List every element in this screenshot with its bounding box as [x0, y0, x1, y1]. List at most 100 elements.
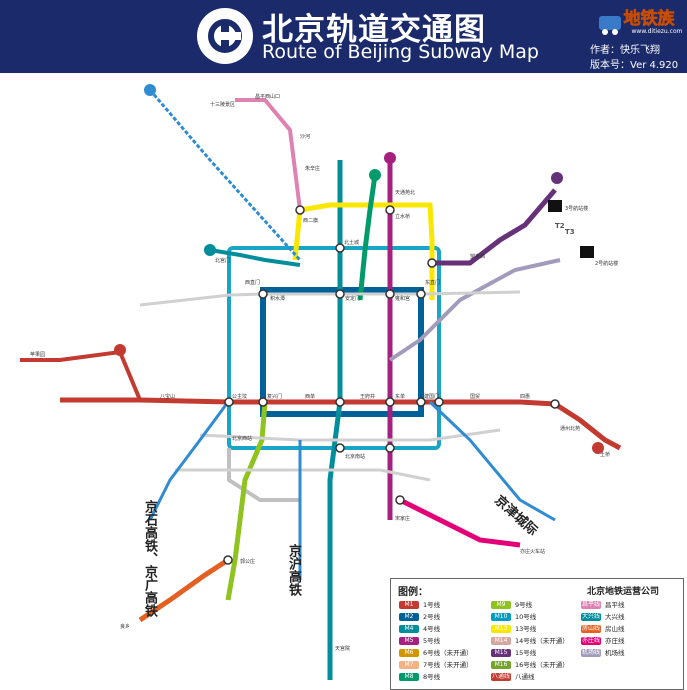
- line-1-west: [20, 349, 142, 401]
- interchange-station: [258, 397, 268, 407]
- legend-badge: M16: [491, 661, 511, 669]
- line-13: [292, 202, 435, 300]
- interchange-station: [385, 205, 395, 215]
- station-label: 雍和宫: [395, 295, 410, 302]
- legend-badge: M5: [399, 637, 419, 645]
- version-label: 版本号：Ver 4.920: [590, 60, 679, 71]
- station-label: 北宫门: [215, 257, 230, 264]
- legend-badge: 亦庄线: [581, 637, 601, 645]
- intercity-north: [148, 89, 302, 262]
- interchange-station: [335, 397, 345, 407]
- interchange-station: [385, 397, 395, 407]
- legend-badge: M9: [491, 601, 511, 609]
- legend-label: 6号线（未开通）: [423, 649, 473, 657]
- subway-logo-icon: [199, 10, 251, 62]
- legend-label: 9号线: [515, 601, 533, 609]
- legend-badge: M14: [491, 637, 511, 645]
- line-14-planned: [175, 468, 431, 482]
- station-label: 十三陵景区: [210, 101, 235, 108]
- legend-badge: M8: [399, 673, 419, 681]
- line-10-extension: [227, 448, 300, 502]
- station-label: 天通苑北: [395, 189, 415, 196]
- jingshi-railway-label: 京石高铁、京广高铁: [142, 500, 157, 617]
- line-15: [432, 188, 557, 266]
- interchange-markers: [223, 205, 560, 565]
- site-url-text: www.ditiezu.com: [632, 28, 683, 35]
- line-badges: [114, 84, 604, 454]
- line-15-badge: [551, 172, 563, 184]
- station-label: 西直门: [245, 279, 260, 286]
- legend-label: 房山线: [605, 625, 625, 633]
- station-label: 国贸: [470, 393, 480, 400]
- station-label: 宋家庄: [395, 515, 410, 522]
- legend-label: 2号线: [423, 613, 441, 621]
- legend-label: 亦庄线: [605, 637, 625, 645]
- legend-badge: 昌平线: [581, 601, 601, 609]
- station-label: 土桥: [600, 451, 610, 458]
- line-yizhuang: [398, 497, 521, 548]
- line-airport: [388, 258, 561, 362]
- legend-label: 8号线: [423, 673, 441, 681]
- station-label: 王府井: [360, 393, 375, 400]
- interchange-station: [395, 495, 405, 505]
- station-label: 建国门: [424, 393, 439, 400]
- legend-badge: M7: [399, 661, 419, 669]
- station-label: 北土城: [344, 239, 359, 246]
- legend-label: 昌平线: [605, 601, 625, 609]
- interchange-station: [434, 397, 444, 407]
- airport-icons: [548, 200, 594, 258]
- station-label: 西二旗: [303, 217, 318, 224]
- line-fangshan: [138, 557, 230, 623]
- legend-label: 16号线（未开通）: [515, 661, 569, 669]
- legend-label: 机场线: [605, 649, 625, 657]
- page-title: 北京轨道交通图: [262, 12, 486, 48]
- station-label: 八宝山: [160, 393, 175, 400]
- line-8: [357, 174, 378, 301]
- interchange-station: [550, 399, 560, 409]
- interchange-station: [224, 397, 234, 407]
- line-4-badge: [204, 244, 216, 256]
- station-label: 积水潭: [270, 295, 285, 302]
- beijing-subway-logo: [197, 8, 253, 64]
- legend-label: 1号线: [423, 601, 441, 609]
- legend-label: 10号线: [515, 613, 537, 621]
- legend-badge: M1: [399, 601, 419, 609]
- legend-title: 图例：: [398, 587, 428, 598]
- station-label: 公主坟: [232, 393, 247, 400]
- legend-label: 大兴线: [605, 613, 625, 621]
- line-1-badge: [114, 344, 126, 356]
- line-4-north: [209, 248, 301, 267]
- legend-badge: M2: [399, 613, 419, 621]
- station-label: 沙河: [300, 133, 310, 140]
- legend-label: 八通线: [515, 673, 535, 681]
- line-batong: [553, 401, 622, 451]
- t3-label: T3: [565, 228, 575, 236]
- station-label: 朱辛庄: [305, 165, 320, 172]
- interchange-station: [295, 205, 305, 215]
- station-label: 郭公庄: [240, 558, 255, 565]
- legend-company: 北京地铁运营公司: [587, 587, 660, 597]
- ditiezu-logo-icon: 地铁族 www.ditiezu.com: [599, 8, 683, 35]
- station-label: 东单: [395, 393, 405, 400]
- legend-badge: 大兴线: [581, 613, 601, 621]
- ditiezu-logo[interactable]: 地铁族 www.ditiezu.com: [597, 2, 685, 36]
- interchange-station: [335, 443, 345, 453]
- station-label: 北京南站: [345, 453, 365, 460]
- interchange-station: [335, 243, 345, 253]
- header-banner: 北京轨道交通图 Route of Beijing Subway Map 作者：快…: [0, 0, 687, 73]
- station-label: 望京西: [470, 253, 485, 260]
- airport-icon: [580, 246, 594, 258]
- station-label: 2号航站楼: [595, 260, 618, 267]
- intercity-jingjin: [428, 400, 556, 522]
- intercity-badge: [144, 84, 156, 96]
- legend-label: 13号线: [515, 625, 537, 633]
- station-label: 天宫院: [335, 645, 350, 652]
- station-label: 东直门: [425, 279, 440, 286]
- station-label: 立水桥: [395, 213, 410, 220]
- interchange-station: [416, 397, 426, 407]
- legend-label: 15号线: [515, 649, 537, 657]
- line-5-badge: [384, 152, 396, 164]
- station-label: 复兴门: [267, 393, 282, 400]
- t2-label: T2: [555, 222, 565, 230]
